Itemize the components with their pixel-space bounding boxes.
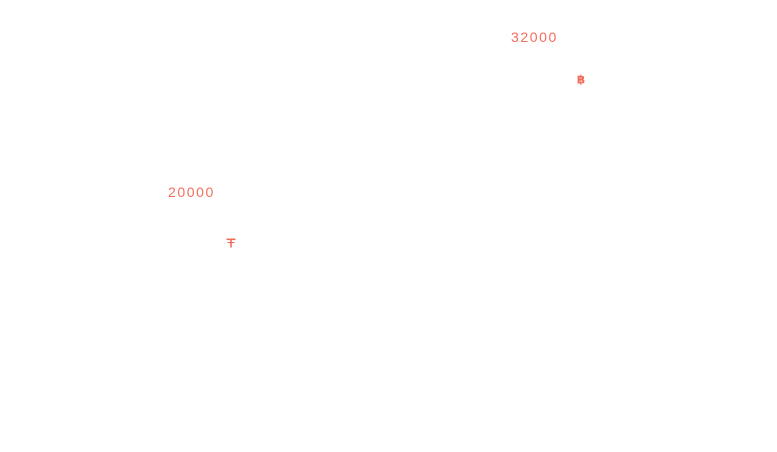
bitcoin-icon: ฿ [577, 73, 585, 85]
tether-icon [226, 238, 236, 248]
svg-text:฿: ฿ [577, 73, 585, 85]
tether-amount: 20000 [168, 184, 215, 200]
bitcoin-amount: 32000 [511, 29, 558, 45]
